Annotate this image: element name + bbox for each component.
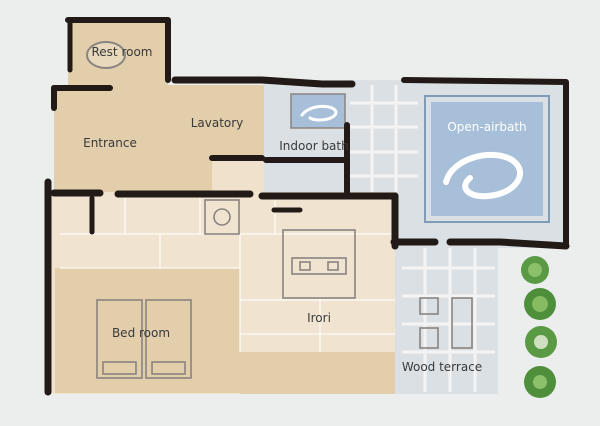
tile-grid [350,85,495,392]
irori-pit-detail-icon [299,261,311,271]
irori-pit-detail-icon [327,261,339,271]
wash-basin-icon [204,199,240,235]
label-entrance: Entrance [83,136,137,150]
walls [44,17,570,396]
label-wood-terrace: Wood terrace [402,360,482,374]
garden-plants [521,256,557,398]
label-rest-room: Rest room [92,45,153,59]
irori-pit-icon [291,257,347,275]
terrace-chair-icon [419,327,439,349]
floor-bed-room [55,268,240,393]
label-bed-room: Bed room [112,326,170,340]
futon-left-icon [96,299,143,379]
floor-lower-strip [240,352,395,394]
futon-right-icon [145,299,192,379]
label-indoor-bath: Indoor bath [279,139,348,153]
open-air-bath-swirl-icon [443,151,523,200]
label-irori: Irori [307,311,331,325]
toilet-icon [86,41,126,69]
terrace-chair-icon [419,297,439,315]
label-open-air-bath: Open-airbath [447,120,526,134]
pillow-icon [151,361,186,375]
floor-wood-terrace [395,240,498,394]
open-air-bath-rim [424,95,550,223]
label-lavatory: Lavatory [191,116,244,130]
irori-hearth-icon [282,229,356,299]
wash-basin-bowl-icon [213,208,231,226]
terrace-table-icon [451,297,473,349]
pillow-icon [102,361,137,375]
indoor-bath-swirl-icon [300,104,338,122]
